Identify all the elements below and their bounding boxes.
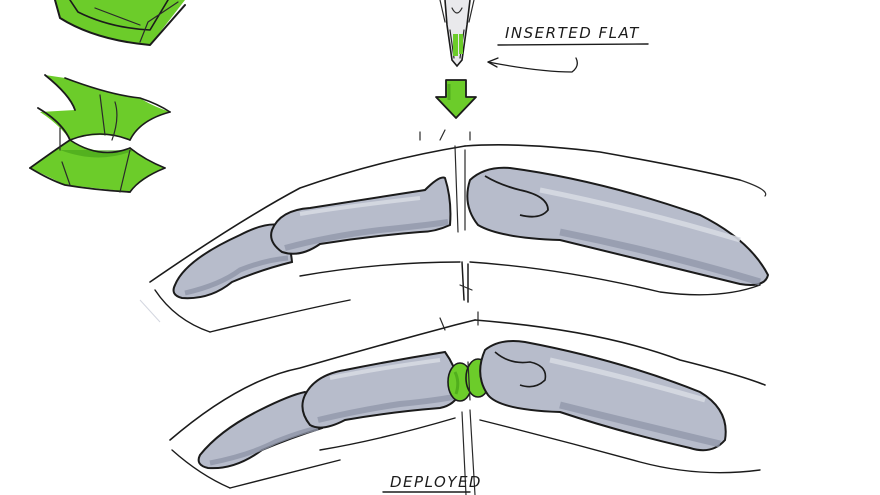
deployed-label: DEPLOYED xyxy=(390,473,482,491)
deployed-label-group: DEPLOYED xyxy=(383,473,482,492)
inserted-flat-label: INSERTED FLAT xyxy=(505,24,640,42)
